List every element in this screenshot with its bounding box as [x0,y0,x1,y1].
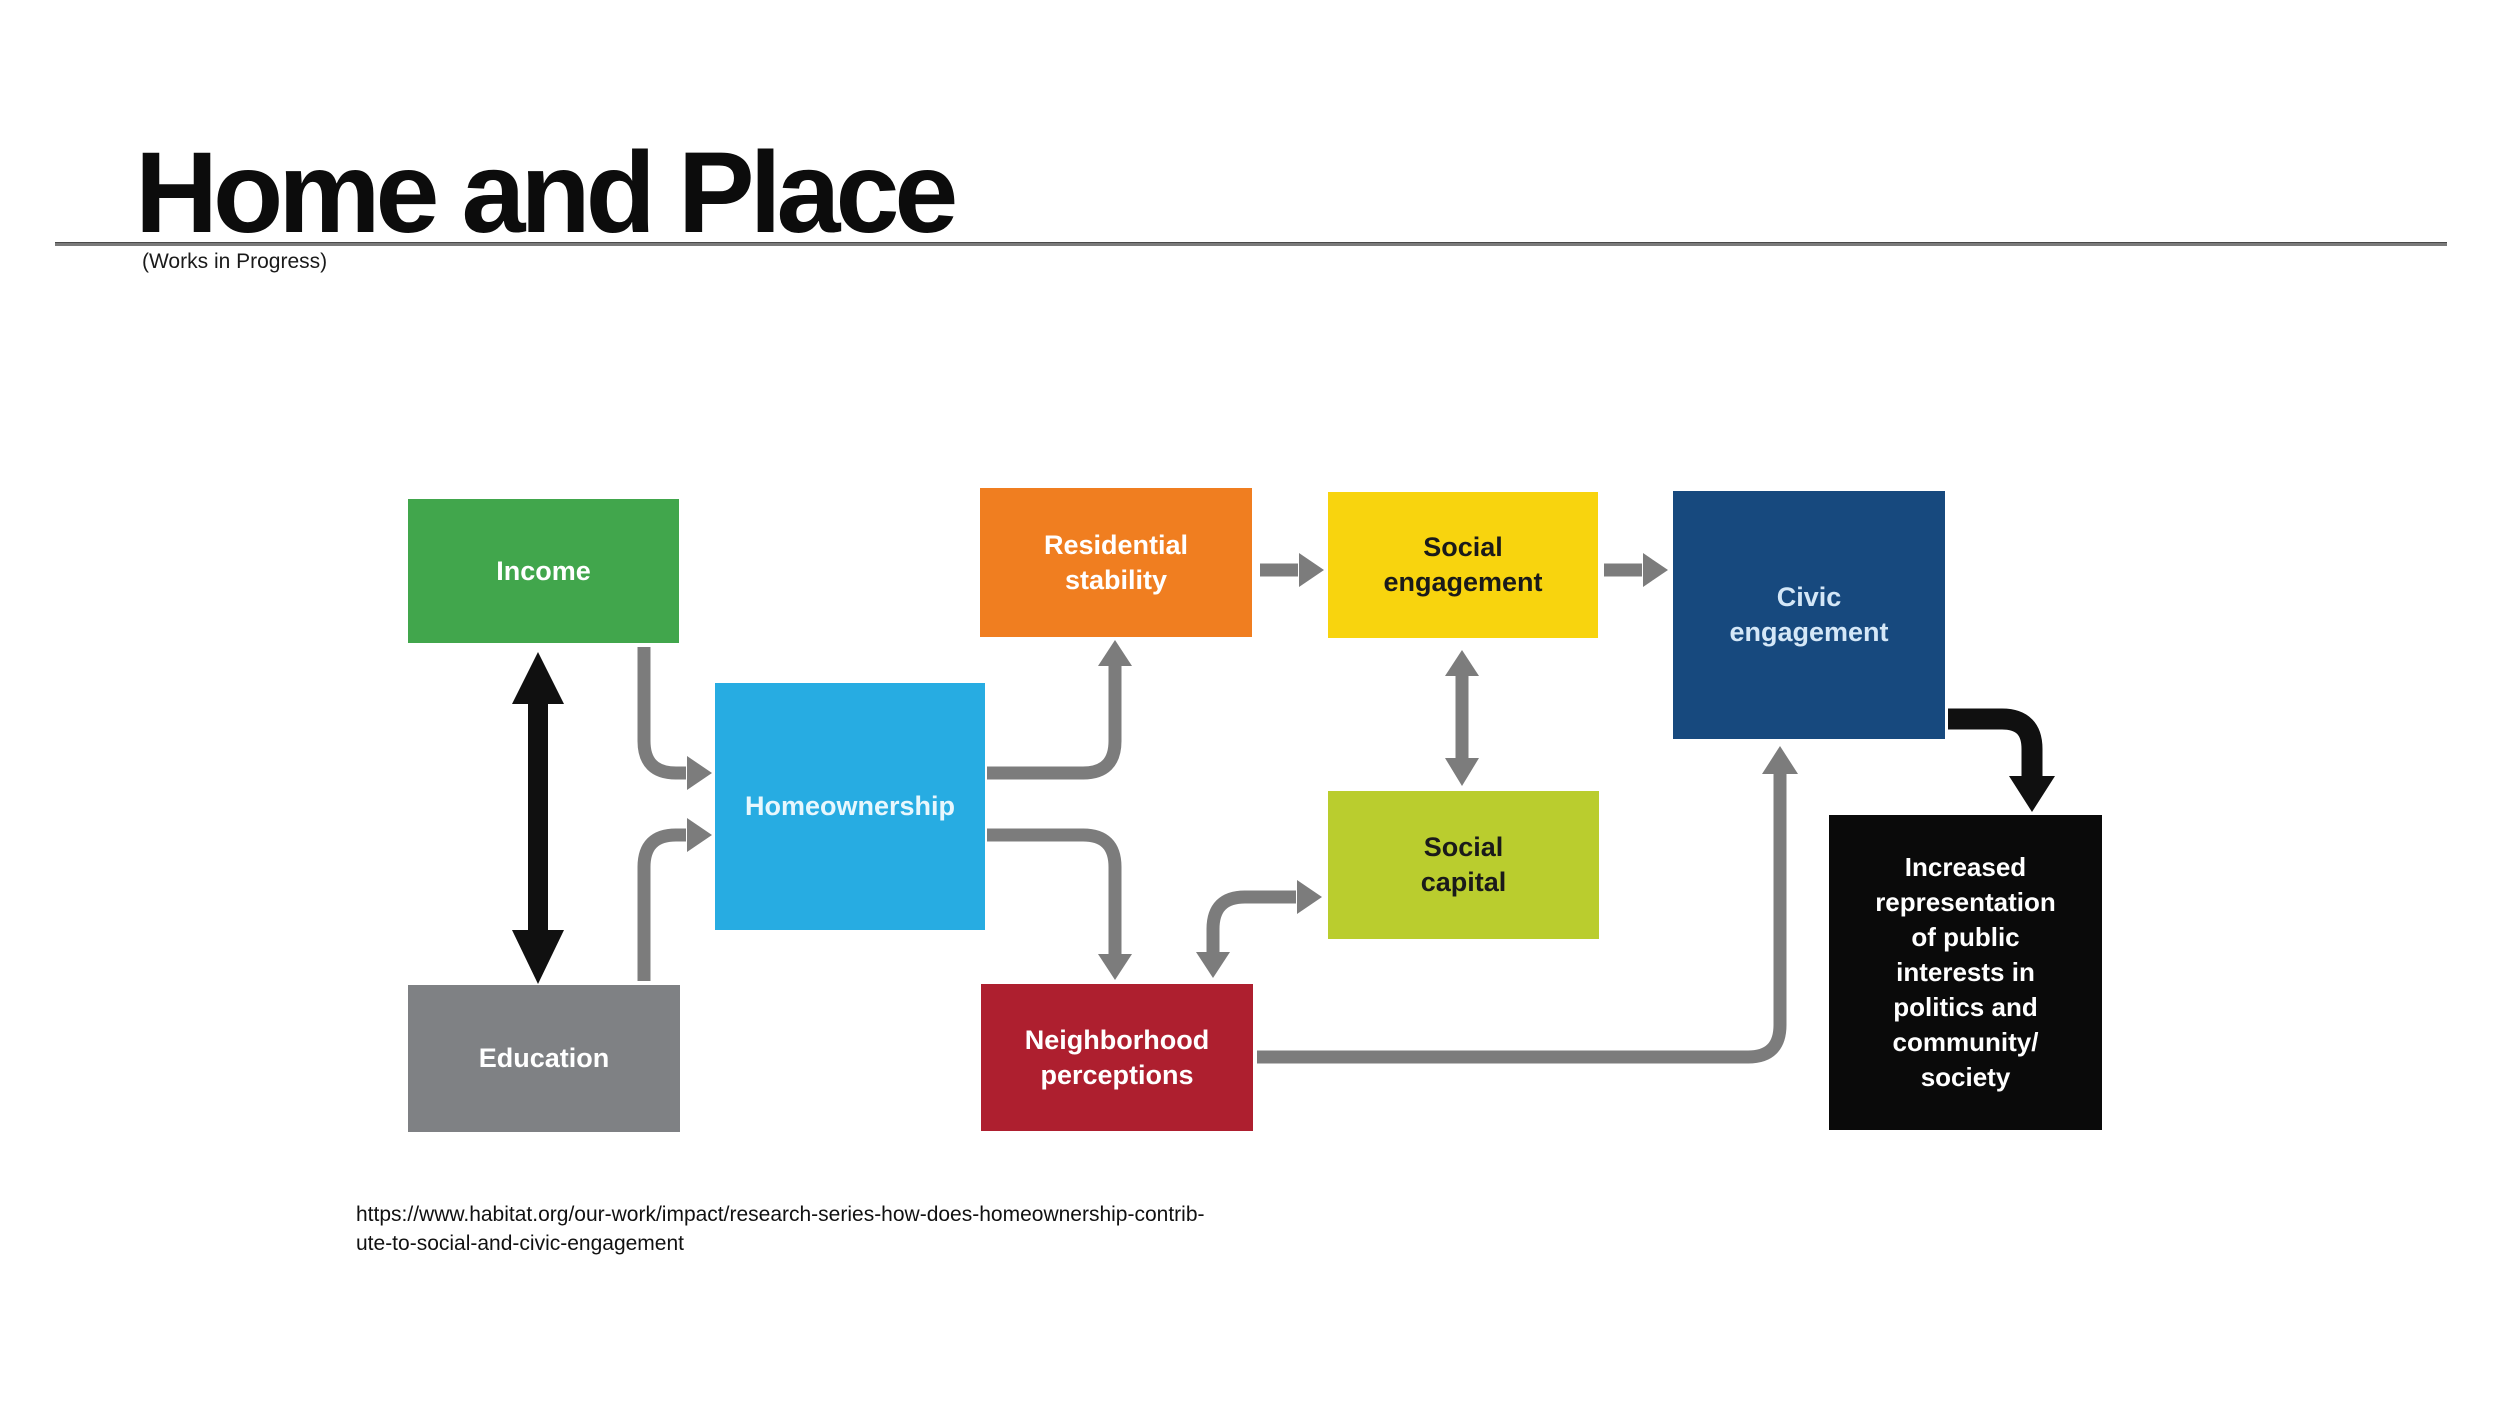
civic-engagement-node: Civic engagement [1673,491,1945,739]
arrow-homeownership-residential-stability [987,640,1132,780]
increased-representation-node: Increased representation of public inter… [1829,815,2102,1130]
arrow-civic-increased-representation [1948,708,2055,812]
homeownership-node: Homeownership [715,683,985,930]
education-node: Education [408,985,680,1132]
income-node: Income [408,499,679,643]
page-subtitle: (Works in Progress) [142,250,328,273]
arrow-social-engagement-social-capital [1445,650,1479,786]
arrow-education-homeownership [637,818,712,981]
arrow-neighborhood-social-capital [1196,880,1322,978]
source-url: https://www.habitat.org/our-work/impact/… [356,1203,1205,1255]
arrow-homeownership-neighborhood-perceptions [987,828,1132,980]
social-capital-node: Social capital [1328,791,1599,939]
arrow-neighborhood-civic [1257,746,1798,1064]
title-rule-divider [55,242,2447,246]
arrow-income-education [512,652,564,984]
arrow-social-engagement-civic [1604,553,1668,587]
residential-stability-node: Residential stability [980,488,1252,637]
page-title: Home and Place [135,129,958,257]
arrow-income-homeownership [637,647,712,790]
arrow-residential-social-engagement [1260,553,1324,587]
social-engagement-node: Social engagement [1328,492,1598,638]
neighborhood-perceptions-node: Neighborhood perceptions [981,984,1253,1131]
